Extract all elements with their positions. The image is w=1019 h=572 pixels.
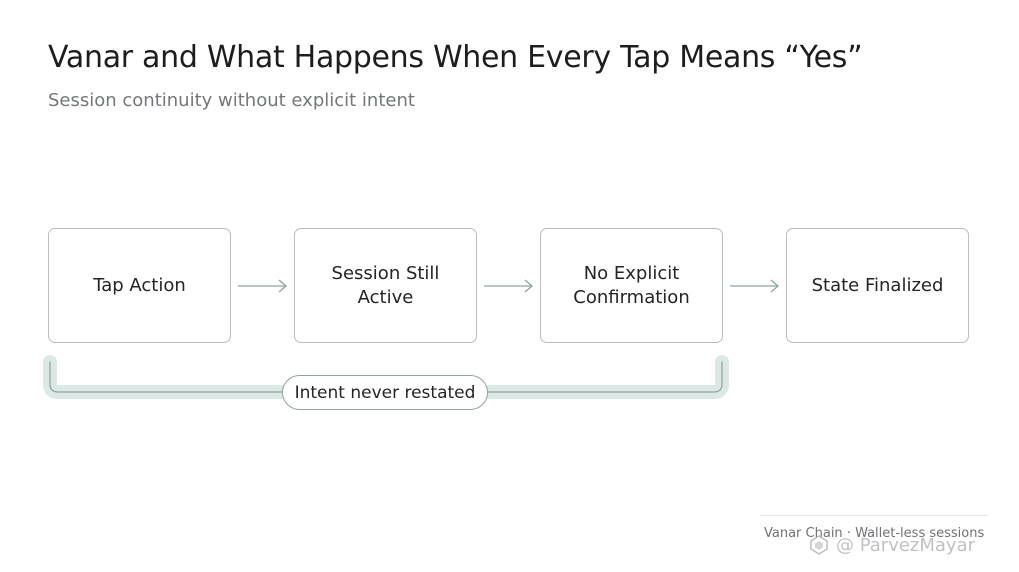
page-subtitle: Session continuity without explicit inte… xyxy=(48,90,415,111)
page-title: Vanar and What Happens When Every Tap Me… xyxy=(48,40,863,75)
flow-step-label: Tap Action xyxy=(93,274,186,296)
bracket-label: Intent never restated xyxy=(282,375,488,410)
arrow-right-icon xyxy=(730,279,779,293)
flow-step-session-still-active: Session Still Active xyxy=(294,228,477,343)
arrow-right-icon xyxy=(238,279,287,293)
arrow-right-icon xyxy=(484,279,533,293)
flow-step-tap-action: Tap Action xyxy=(48,228,231,343)
footer-divider xyxy=(760,515,988,516)
logo-icon xyxy=(810,535,828,555)
flow-step-state-finalized: State Finalized xyxy=(786,228,969,343)
flow-step-label: No Explicit Confirmation xyxy=(573,262,690,308)
watermark-text: @ ParvezMayar xyxy=(836,534,976,556)
footer-caption: Vanar Chain · Wallet-less sessions xyxy=(764,526,985,541)
flow-step-label: State Finalized xyxy=(811,274,944,296)
flow-step-label: Session Still Active xyxy=(331,262,440,308)
watermark: @ ParvezMayar xyxy=(808,534,975,556)
flow-step-no-explicit-confirmation: No Explicit Confirmation xyxy=(540,228,723,343)
